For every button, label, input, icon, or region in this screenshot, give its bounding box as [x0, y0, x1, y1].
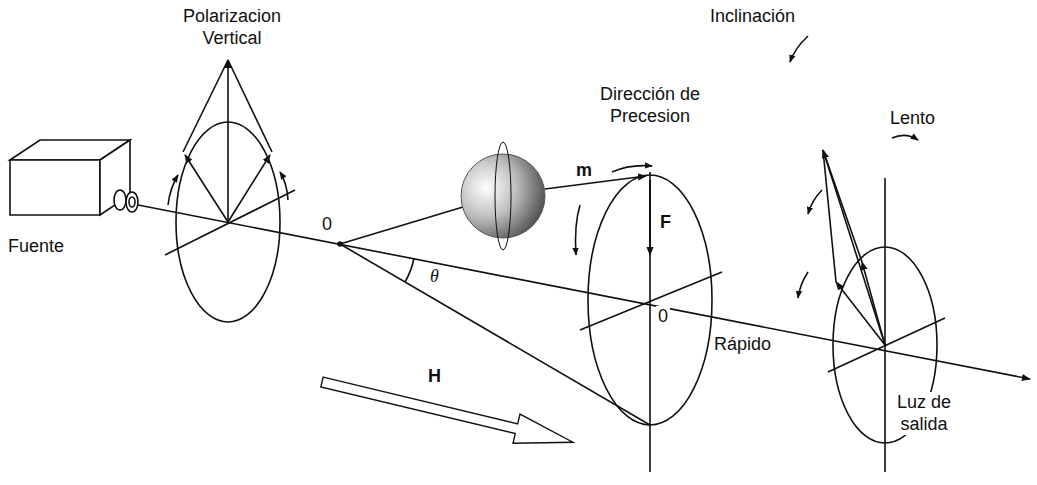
- origin-label: 0: [656, 306, 670, 328]
- field-arrow: [318, 367, 576, 456]
- angle-label: θ: [428, 266, 441, 288]
- precession-circle: [576, 166, 723, 472]
- magnetic-particle: [461, 142, 545, 250]
- source-label: Fuente: [6, 236, 66, 258]
- origin-label: 0: [320, 214, 334, 236]
- vector-label: m: [574, 160, 594, 182]
- polarization-label: Polarizacion Vertical: [165, 6, 299, 49]
- force-label: F: [658, 212, 673, 234]
- precession-label: Dirección de Precesion: [563, 84, 737, 127]
- fast-label: Rápido: [712, 334, 773, 356]
- field-label: H: [426, 366, 443, 388]
- output-label: Luz de salida: [887, 392, 961, 435]
- optical-axis: [138, 205, 1030, 379]
- light-source: [10, 140, 138, 215]
- input-polarization: [165, 60, 295, 322]
- tilt-label: Inclinación: [708, 6, 797, 28]
- slow-label: Lento: [888, 108, 937, 130]
